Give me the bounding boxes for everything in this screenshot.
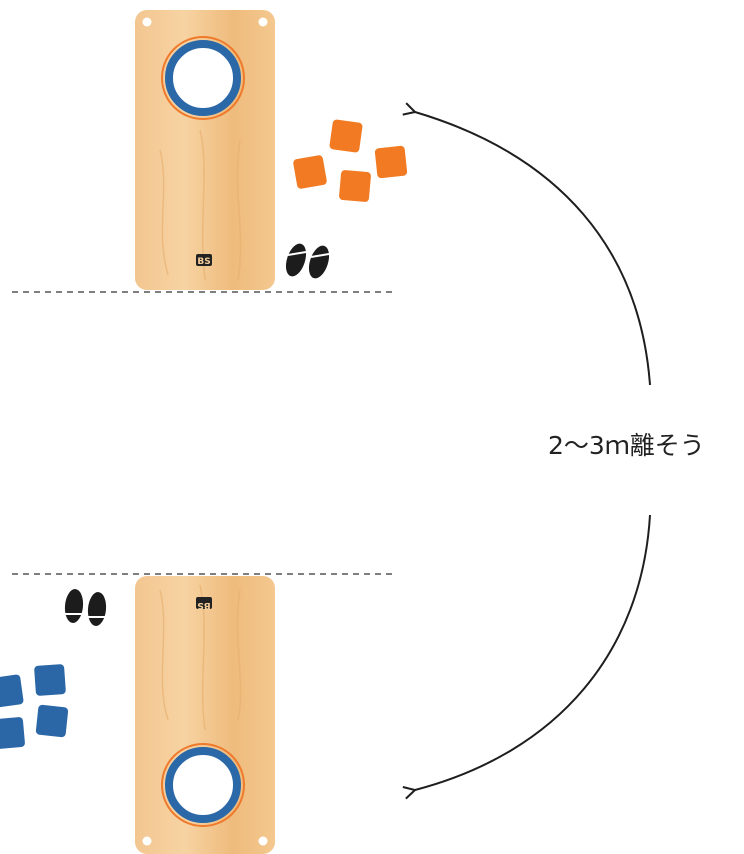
- orange-bean-bag: [339, 170, 371, 202]
- blue-bean-bag: [34, 664, 66, 696]
- distance-label: 2〜3ｍ離そう: [548, 428, 744, 464]
- curved-arrow-icon-lower: [415, 514, 651, 790]
- bottom-board-logo-text: BS: [197, 600, 210, 610]
- top-board-corner-hole-left: [142, 17, 152, 27]
- bottom-board-corner-hole-right: [258, 836, 268, 846]
- top-board-logo: BS: [196, 254, 212, 267]
- curved-arrow-icon-upper: [415, 112, 651, 386]
- bottom-board-logo: BS: [196, 597, 212, 610]
- top-board-corner-hole-right: [258, 17, 268, 27]
- blue-bean-bag: [0, 674, 24, 708]
- top-board: BS: [135, 10, 275, 290]
- orange-bean-bag: [293, 155, 327, 189]
- blue-bean-bags: [0, 664, 69, 749]
- bottom-board: BS: [135, 576, 275, 854]
- bottom-board-hole: [161, 743, 245, 827]
- bottom-board-corner-hole-left: [142, 836, 152, 846]
- orange-bean-bag: [329, 119, 363, 153]
- bottom-footprints-icon: [64, 589, 107, 626]
- top-board-hole: [161, 36, 245, 120]
- blue-bean-bag: [0, 717, 25, 749]
- orange-bean-bag: [374, 145, 408, 179]
- orange-bean-bags: [293, 119, 408, 202]
- top-board-logo-text: BS: [197, 257, 210, 267]
- top-footprints-icon: [285, 243, 330, 279]
- blue-bean-bag: [35, 704, 69, 738]
